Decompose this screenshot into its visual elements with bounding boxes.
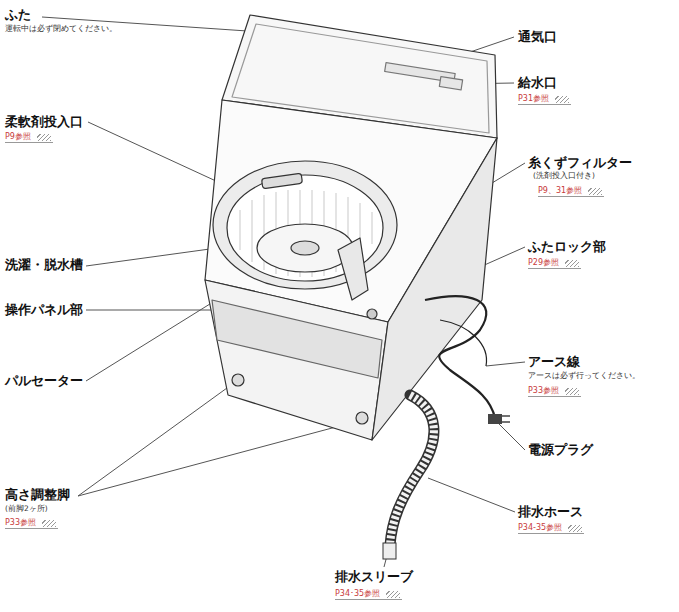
water-inlet (439, 76, 462, 89)
part-label: 糸くずフィルター (528, 156, 632, 170)
part-label: 操作パネル部 (5, 303, 83, 317)
lid-lock (367, 309, 377, 319)
part-label: 排水ホース (518, 505, 583, 519)
adjust-foot (356, 412, 368, 424)
leader-line (86, 310, 212, 311)
reference-tag: P9、31参照 (538, 187, 604, 197)
front-face (205, 280, 388, 440)
reference-tag: P34･35参照 (335, 590, 402, 600)
part-label: 通気口 (518, 30, 557, 44)
note-text: (前脚2ヶ所) (5, 505, 48, 513)
earth-wire (440, 320, 487, 366)
power-plug (488, 414, 502, 424)
part-label: 洗濯・脱水槽 (5, 258, 83, 272)
leader-line (428, 478, 515, 512)
lint-filter (338, 238, 368, 300)
part-label: ふたロック部 (528, 240, 606, 254)
reference-tag: P29参照 (528, 259, 581, 269)
part-label: 給水口 (518, 76, 557, 90)
washer-body (205, 15, 497, 440)
drain-sleeve (383, 543, 396, 559)
note-text: (洗剤投入口付き) (533, 172, 595, 180)
softener-inlet (261, 173, 302, 188)
part-label: ふた (5, 8, 31, 22)
leader-line (497, 422, 525, 450)
part-label: 柔軟剤投入口 (5, 115, 83, 129)
plug-pins (502, 416, 510, 422)
control-panel (212, 300, 382, 378)
part-label: パルセーター (5, 374, 83, 388)
pulsator-hub (291, 241, 319, 255)
part-label: アース線 (528, 355, 580, 369)
drain-hose (383, 395, 434, 559)
part-label: 電源プラグ (528, 443, 593, 457)
reference-tag: P31参照 (518, 95, 571, 105)
part-label: 排水スリーブ (335, 570, 413, 584)
reference-tag: P9参照 (5, 133, 53, 143)
pulsator (257, 224, 353, 272)
reference-tag: P34-35参照 (518, 524, 584, 534)
right-face (372, 138, 497, 440)
cords (425, 296, 510, 424)
hose-corrugation (390, 395, 434, 545)
tub-rim (213, 161, 397, 289)
adjust-foot (232, 374, 244, 386)
leader-line (486, 362, 525, 366)
note-text: 運転中は必ず閉めてください。 (5, 25, 117, 33)
reference-tag: P33参照 (528, 387, 581, 397)
power-cord (425, 296, 495, 418)
reference-tag: P33参照 (5, 519, 58, 529)
hose-outline (390, 395, 434, 545)
part-label: 高さ調整脚 (5, 488, 70, 502)
note-text: アースは必ず行ってください。 (528, 372, 640, 380)
